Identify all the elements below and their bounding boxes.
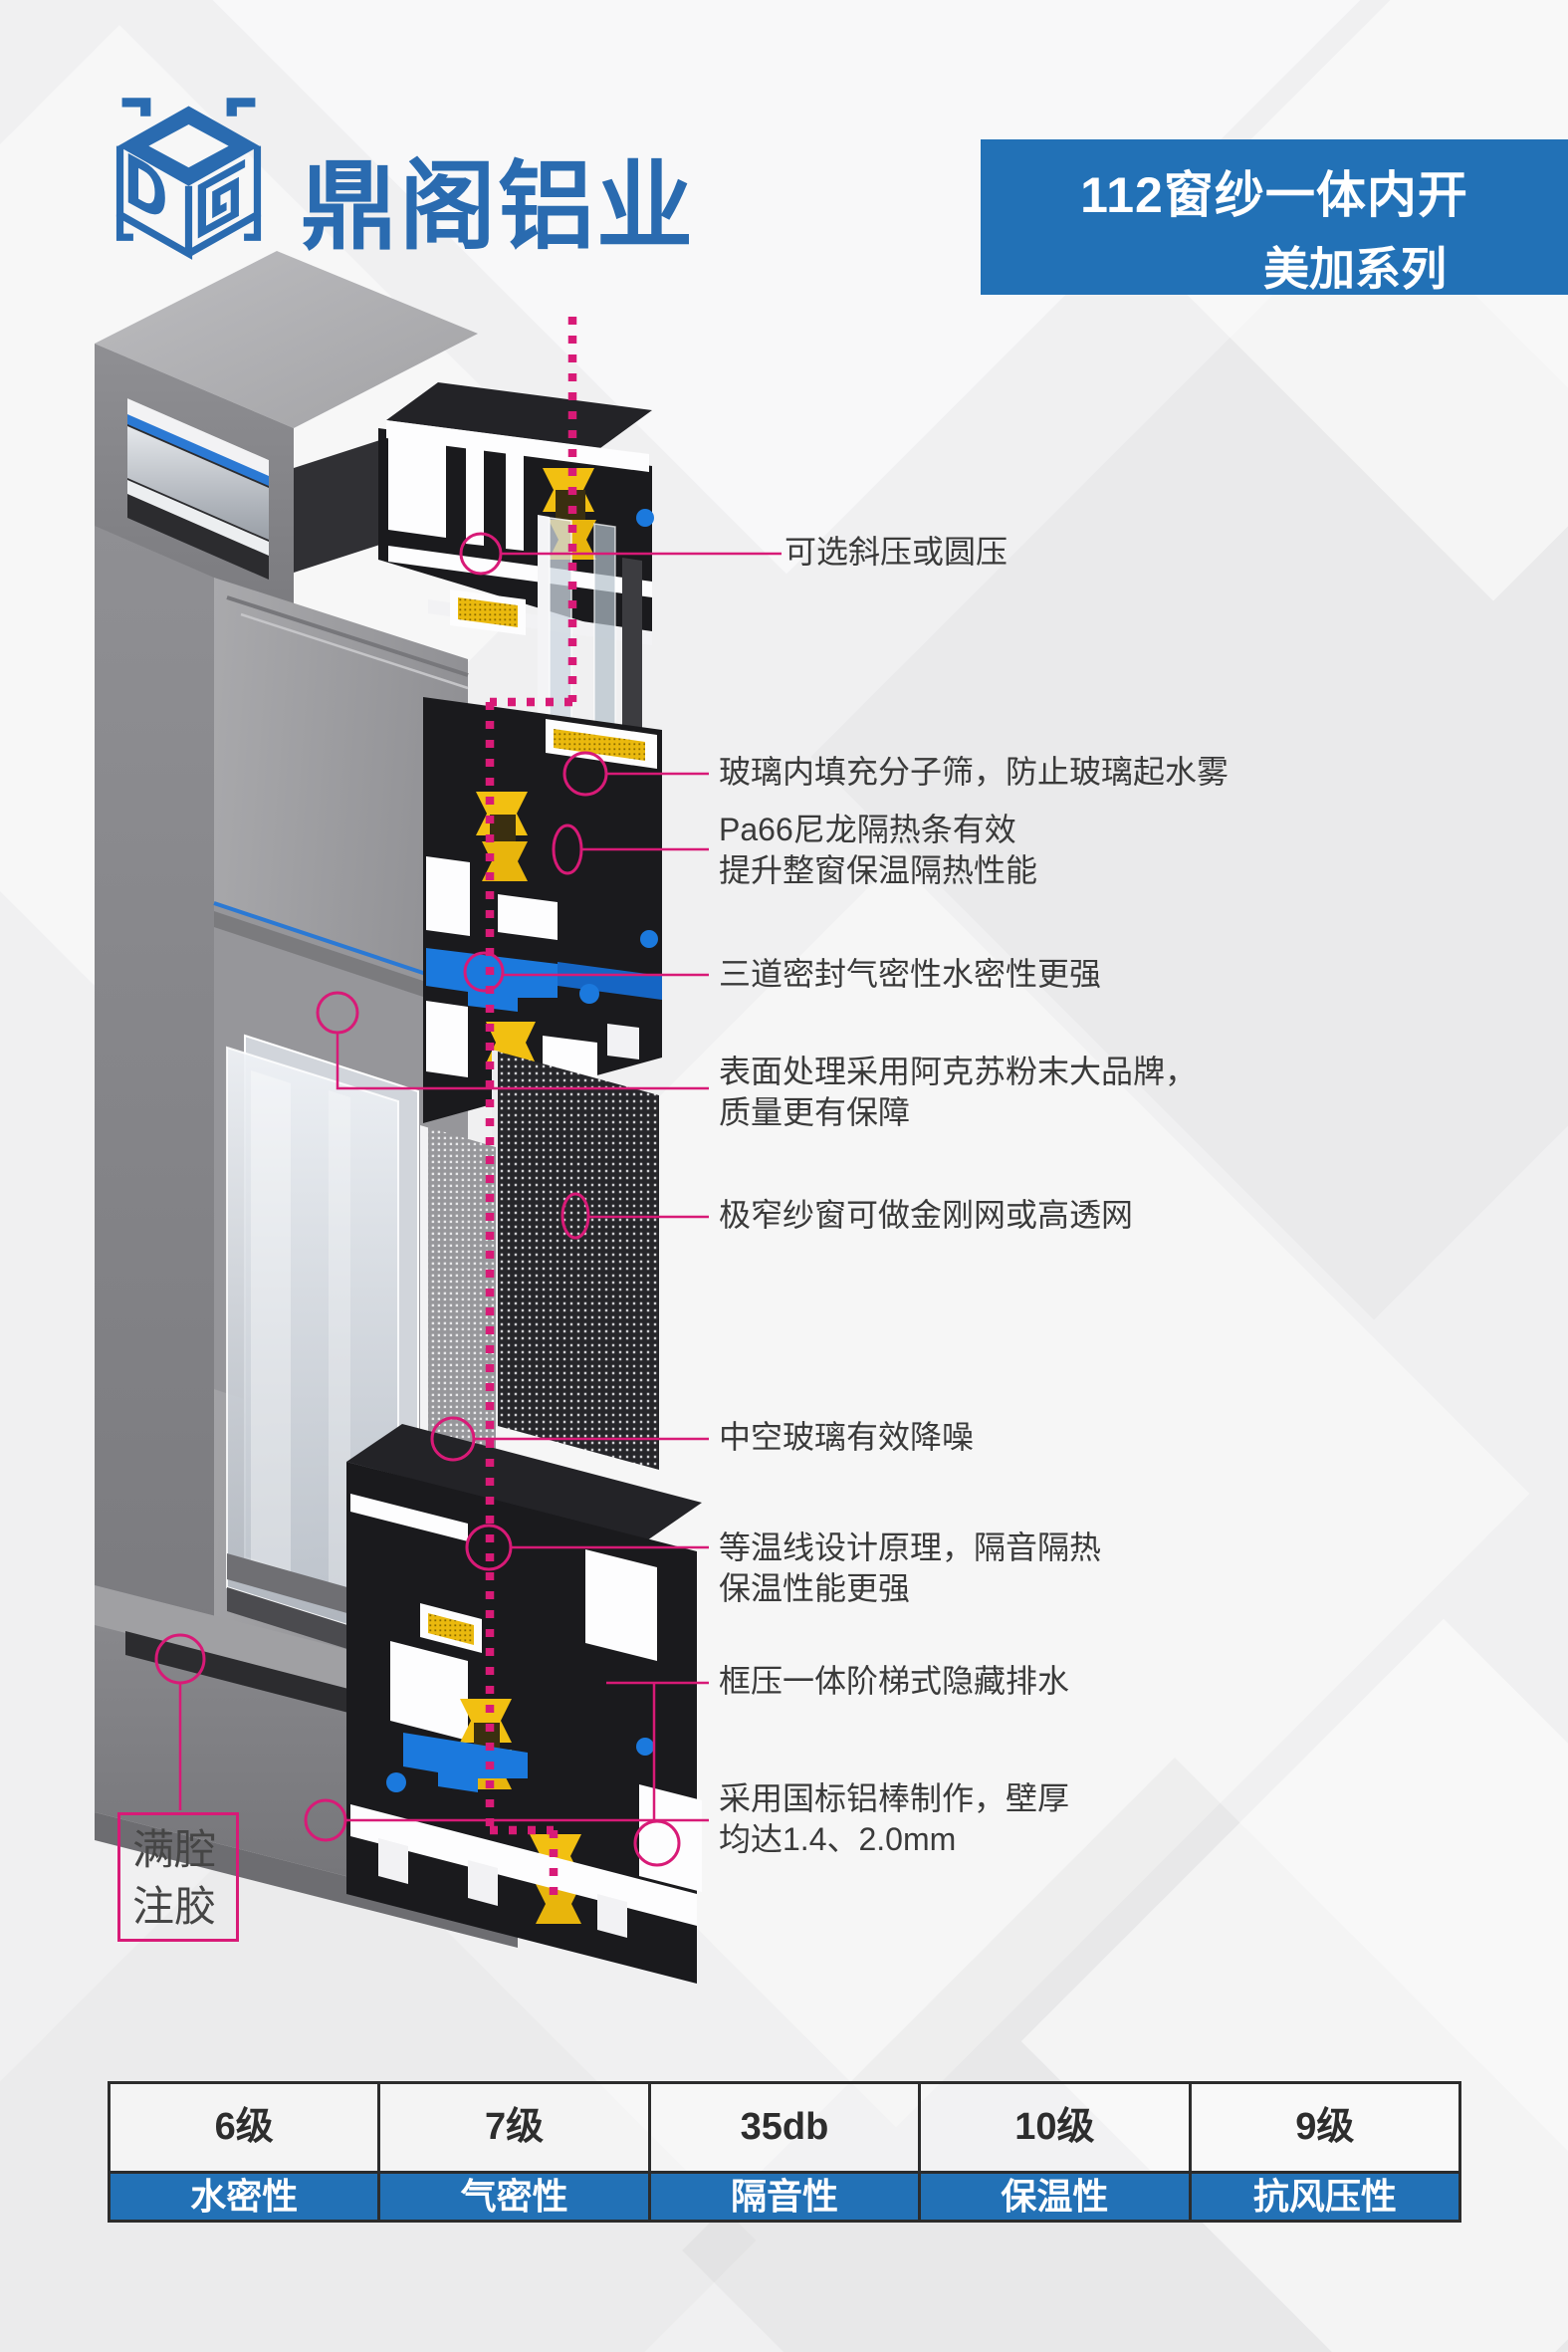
callout-surface-coating: 表面处理采用阿克苏粉末大品牌， 质量更有保障 xyxy=(719,1054,1198,1130)
series-banner-line1: 112窗纱一体内开 xyxy=(1080,167,1468,223)
middle-profile-section xyxy=(423,697,662,1123)
callout-screen-mesh: 极窄纱窗可做金刚网或高透网 xyxy=(719,1197,1134,1233)
callout-hidden-drainage: 框压一体阶梯式隐藏排水 xyxy=(719,1663,1070,1699)
callout-isotherm: 等温线设计原理，隔音隔热 保温性能更强 xyxy=(719,1529,1102,1606)
company-logo-icon xyxy=(102,90,276,264)
spec-col-sound: 35db 隔音性 xyxy=(647,2084,919,2220)
spec-col-wind: 9级 抗风压性 xyxy=(1188,2084,1459,2220)
spec-label: 保温性 xyxy=(921,2171,1189,2220)
frame-top-beam xyxy=(95,251,478,625)
spec-label: 隔音性 xyxy=(650,2171,919,2220)
spec-value: 35db xyxy=(740,2106,829,2148)
spec-col-water: 6级 水密性 xyxy=(111,2084,378,2220)
spec-value: 9级 xyxy=(1295,2106,1355,2148)
series-banner: 112窗纱一体内开 美加系列 xyxy=(981,139,1568,295)
spec-table: 6级 水密性 7级 气密性 35db 隔音性 10级 保温性 9级 抗风压性 xyxy=(108,2081,1461,2223)
callout-insulated-glass: 中空玻璃有效降噪 xyxy=(719,1419,975,1455)
spec-value: 10级 xyxy=(1014,2106,1095,2148)
callout-molecular-sieve: 玻璃内填充分子筛，防止玻璃起水雾 xyxy=(719,754,1230,790)
spec-col-thermal: 10级 保温性 xyxy=(918,2084,1189,2220)
spec-label: 气密性 xyxy=(380,2171,648,2220)
callout-pa66: Pa66尼龙隔热条有效 提升整窗保温隔热性能 xyxy=(719,812,1038,888)
callout-triple-seal: 三道密封气密性水密性更强 xyxy=(719,956,1102,992)
corner-label-glue-injection: 满腔 注胶 xyxy=(117,1812,239,1942)
brand-title: 鼎阁铝业 xyxy=(301,152,695,261)
series-banner-line2: 美加系列 xyxy=(1263,243,1447,295)
spec-col-air: 7级 气密性 xyxy=(377,2084,648,2220)
callout-press-option: 可选斜压或圆压 xyxy=(784,534,1008,570)
callout-wall-thickness: 采用国标铝棒制作，壁厚 均达1.4、2.0mm xyxy=(719,1780,1070,1857)
spec-value: 7级 xyxy=(485,2106,545,2148)
bottom-profile-section xyxy=(346,1424,702,1984)
top-profile-section xyxy=(378,382,654,777)
spec-label: 抗风压性 xyxy=(1191,2171,1459,2220)
annotation-lines xyxy=(154,317,782,1898)
spec-label: 水密性 xyxy=(111,2171,378,2220)
spec-value: 6级 xyxy=(214,2106,274,2148)
